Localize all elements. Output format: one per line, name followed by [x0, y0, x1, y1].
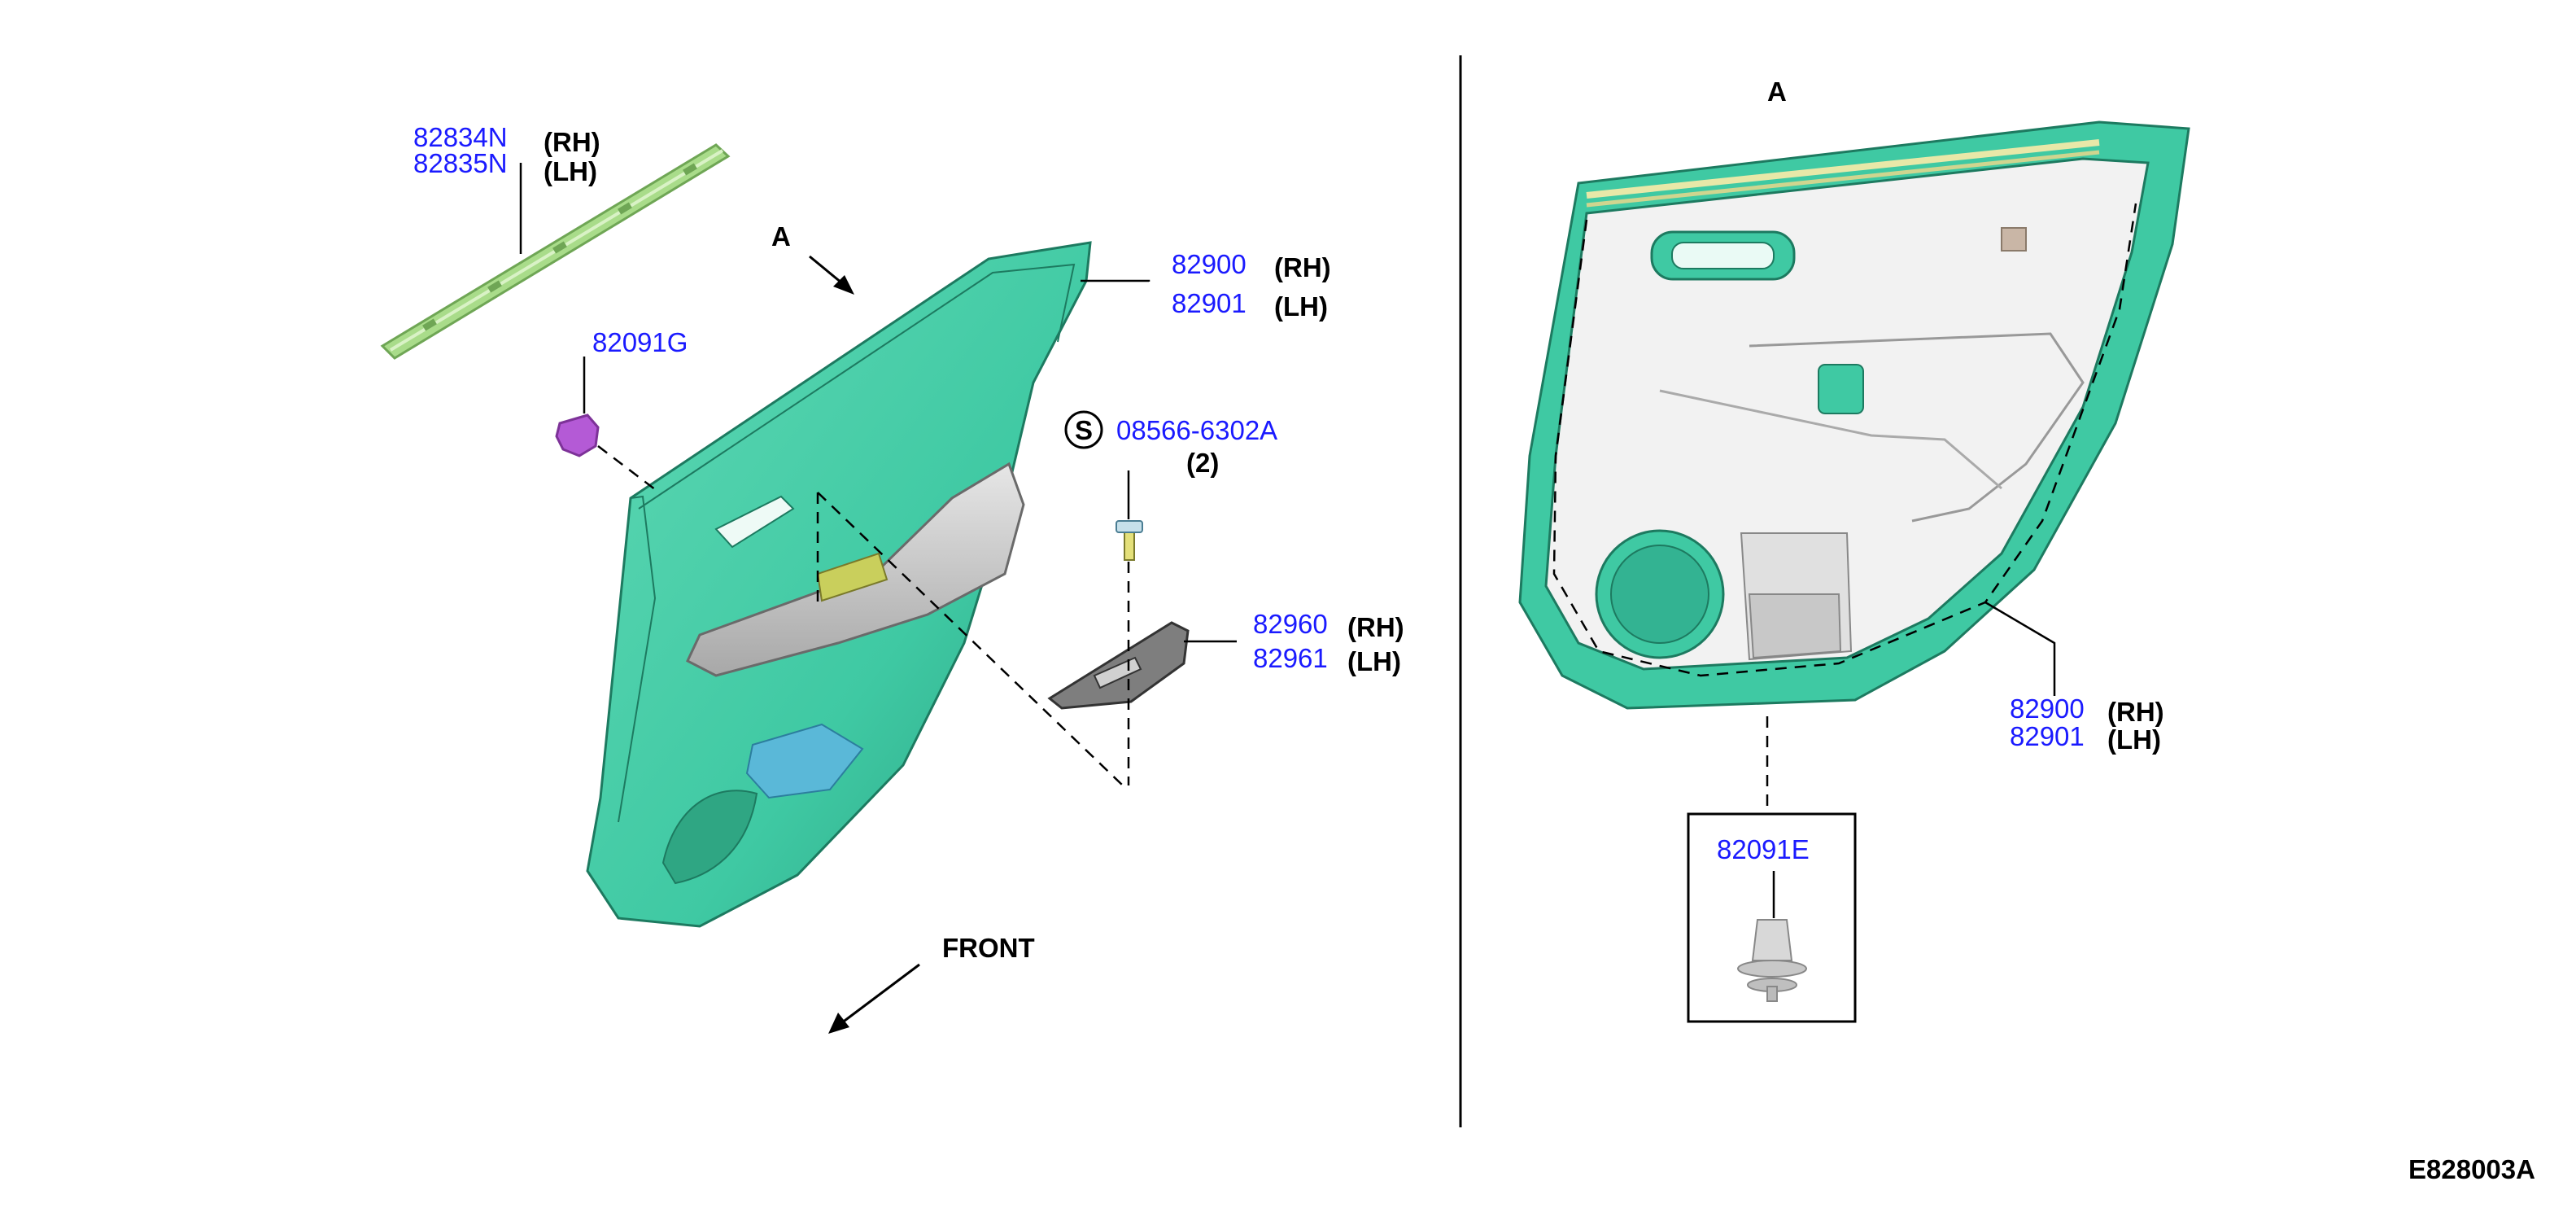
molding-rh-number: 82834N: [413, 122, 508, 152]
door-trim-back: [1518, 120, 2190, 710]
dash-clip: [597, 445, 660, 493]
trim-rh-suffix: (RH): [1274, 252, 1331, 282]
trim-rh-number: 82900: [1172, 249, 1247, 279]
trim-lh-suffix: (LH): [1274, 291, 1328, 322]
dash-perimeter: [1552, 203, 2137, 677]
leader-trim: [1081, 279, 1150, 282]
leader-back-trim: [1984, 601, 2056, 696]
back-trim-lh-number: 82901: [2010, 721, 2085, 751]
front-label: FRONT: [942, 933, 1035, 963]
clip-detail-number: 82091E: [1717, 834, 1810, 864]
back-trim-rh-suffix: (RH): [2107, 697, 2164, 727]
diagram-code: E828003A: [2408, 1154, 2535, 1184]
view-a-label: A: [771, 221, 791, 252]
dash-switch-diag: [817, 492, 1124, 786]
door-trim-panel: [586, 241, 1092, 928]
switch-rh-suffix: (RH): [1347, 612, 1404, 642]
molding-rh-suffix: (RH): [544, 127, 600, 157]
view-a-arrowhead: [833, 275, 854, 295]
trim-lh-number: 82901: [1172, 288, 1247, 318]
back-trim-rh-number: 82900: [2010, 694, 2085, 724]
purple-clip: [555, 413, 600, 457]
molding-lh-suffix: (LH): [544, 156, 597, 186]
clip-detail-box: [1687, 812, 1857, 1023]
screw-symbol-circle: [1064, 410, 1103, 449]
screw-symbol: S: [1075, 415, 1093, 445]
belt-molding: [380, 143, 731, 360]
back-trim-lh-suffix: (LH): [2107, 724, 2161, 755]
screw: [1116, 520, 1143, 561]
switch-bezel: [1047, 621, 1190, 710]
front-arrow: [837, 963, 920, 1027]
molding-lh-number: 82835N: [413, 148, 508, 178]
view-a-title: A: [1767, 77, 1787, 107]
switch-lh-suffix: (LH): [1347, 646, 1401, 676]
switch-lh-number: 82961: [1253, 643, 1328, 673]
clip-top-number: 82091G: [592, 327, 688, 357]
screw-qty: (2): [1186, 448, 1219, 478]
switch-rh-number: 82960: [1253, 609, 1328, 639]
front-arrowhead: [828, 1013, 849, 1034]
push-clip: [1737, 919, 1807, 1002]
screw-number: 08566-6302A: [1116, 415, 1277, 445]
